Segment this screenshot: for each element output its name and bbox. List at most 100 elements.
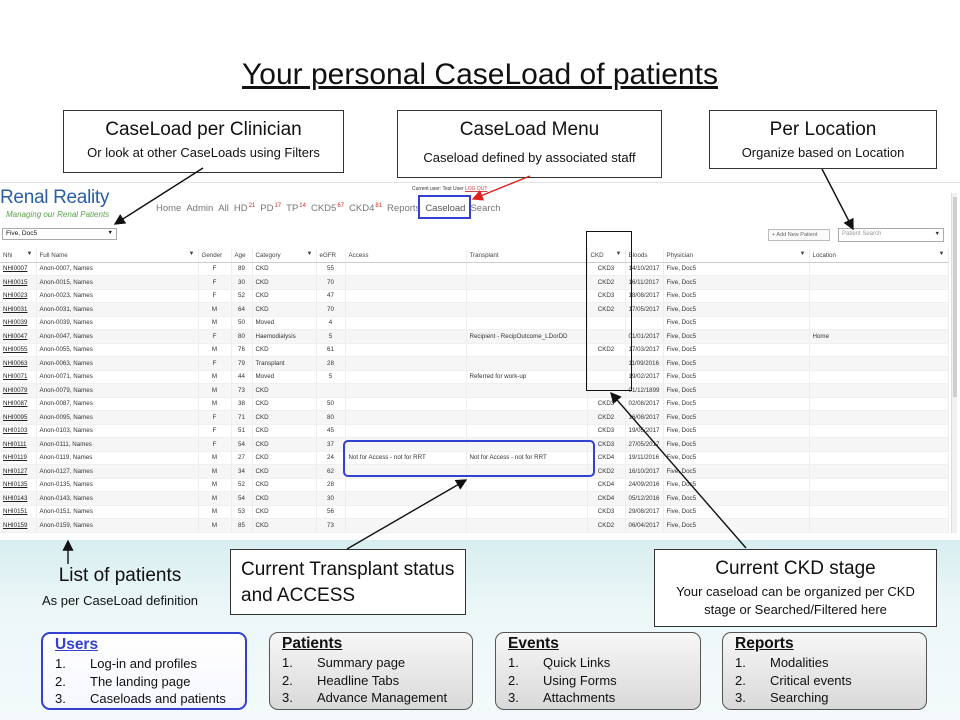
nav-box-heading[interactable]: Reports bbox=[735, 635, 794, 652]
nav-box-item[interactable]: 1.Modalities bbox=[735, 655, 914, 673]
cell-nhi[interactable]: NHI0127 bbox=[0, 464, 37, 479]
nav-box-item[interactable]: 3.Advance Management bbox=[282, 690, 460, 708]
nav-box-item[interactable]: 3.Caseloads and patients bbox=[55, 691, 233, 709]
nav-item-ckd5[interactable]: CKD567 bbox=[311, 203, 344, 214]
scrollbar[interactable] bbox=[951, 193, 957, 533]
cell-nhi[interactable]: NHI0151 bbox=[0, 505, 37, 519]
nav-box-item[interactable]: 2.Headline Tabs bbox=[282, 673, 460, 691]
column-header-category[interactable]: Category▼ bbox=[252, 249, 317, 263]
nav-box-item[interactable]: 2.Critical events bbox=[735, 673, 914, 691]
nav-item-hd[interactable]: HD21 bbox=[234, 203, 255, 214]
cell-nhi[interactable]: NHI0103 bbox=[0, 424, 37, 438]
cell-nhi[interactable]: NHI0111 bbox=[0, 437, 37, 452]
cell-nhi[interactable]: NHI0135 bbox=[0, 478, 37, 492]
nav-box-item[interactable]: 2.The landing page bbox=[55, 674, 233, 692]
nav-box-item[interactable]: 1.Log-in and profiles bbox=[55, 656, 233, 674]
nav-box-item[interactable]: 1.Summary page bbox=[282, 655, 460, 673]
nav-item-ckd4[interactable]: CKD481 bbox=[349, 203, 382, 214]
nav-item-reports[interactable]: Reports bbox=[387, 203, 420, 214]
nav-item-admin[interactable]: Admin bbox=[186, 203, 213, 214]
cell-physician: Five, Doc5 bbox=[663, 397, 810, 411]
clinician-select[interactable]: Five, Doc5 ▼ bbox=[2, 228, 117, 240]
nav-box-heading[interactable]: Events bbox=[508, 635, 559, 652]
scrollbar-thumb[interactable] bbox=[953, 197, 957, 397]
cell-nhi[interactable]: NHI0071 bbox=[0, 370, 37, 384]
column-header-age[interactable]: Age bbox=[231, 249, 253, 263]
cell-bloods: 17/05/2017 bbox=[625, 302, 664, 317]
nav-box-item[interactable]: 1.Quick Links bbox=[508, 655, 688, 673]
cell-nhi[interactable]: NHI0047 bbox=[0, 329, 37, 344]
cell-ckd: CKD4 bbox=[587, 451, 626, 465]
column-header-access[interactable]: Access bbox=[345, 249, 467, 263]
filter-icon[interactable]: ▼ bbox=[938, 251, 945, 257]
cell-nhi[interactable]: NHI0055 bbox=[0, 343, 37, 357]
cell-bloods: 06/04/2017 bbox=[625, 518, 664, 533]
cell-egfr: 61 bbox=[316, 343, 346, 357]
cell-nhi[interactable]: NHI0063 bbox=[0, 356, 37, 371]
nav-box-item[interactable]: 3.Searching bbox=[735, 690, 914, 708]
cell-full-name: Anon-0159, Names bbox=[36, 518, 199, 533]
nav-box-heading[interactable]: Patients bbox=[282, 635, 343, 652]
logout-link[interactable]: LOG OUT bbox=[464, 186, 488, 192]
filter-icon[interactable]: ▼ bbox=[615, 251, 622, 257]
nav-item-caseload[interactable]: Caseload bbox=[425, 203, 465, 214]
nav-item-pd[interactable]: PD17 bbox=[260, 203, 281, 214]
filter-icon[interactable]: ▼ bbox=[26, 251, 33, 257]
callout-transplant: Current Transplant status and ACCESS bbox=[230, 549, 466, 615]
nav-box-item[interactable]: 2.Using Forms bbox=[508, 673, 688, 691]
cell-egfr: 30 bbox=[316, 491, 346, 506]
cell-transplant bbox=[466, 505, 588, 519]
cell-nhi[interactable]: NHI0087 bbox=[0, 397, 37, 411]
nav-item-search[interactable]: Search bbox=[470, 203, 500, 214]
column-header-ckd[interactable]: CKD▼ bbox=[587, 249, 626, 263]
cell-access bbox=[345, 356, 467, 371]
cell-nhi[interactable]: NHI0023 bbox=[0, 289, 37, 303]
cell-nhi[interactable]: NHI0079 bbox=[0, 383, 37, 398]
cell-nhi[interactable]: NHI0119 bbox=[0, 451, 37, 465]
column-header-egfr[interactable]: eGFR bbox=[316, 249, 346, 263]
nav-item-all[interactable]: All bbox=[218, 203, 229, 214]
cell-nhi[interactable]: NHI0159 bbox=[0, 518, 37, 533]
patient-search-select[interactable]: Patient Search ▼ bbox=[838, 228, 944, 242]
filter-icon[interactable]: ▼ bbox=[799, 251, 806, 257]
cell-category: Moved bbox=[252, 316, 317, 330]
nav-box-item[interactable]: 3.Attachments bbox=[508, 690, 688, 708]
cell-nhi[interactable]: NHI0031 bbox=[0, 302, 37, 317]
filter-icon[interactable]: ▼ bbox=[188, 251, 195, 257]
cell-nhi[interactable]: NHI0015 bbox=[0, 275, 37, 290]
filter-icon[interactable]: ▼ bbox=[306, 251, 313, 257]
cell-nhi[interactable]: NHI0143 bbox=[0, 491, 37, 506]
nav-box-heading[interactable]: Users bbox=[55, 636, 99, 653]
column-header-gender[interactable]: Gender bbox=[198, 249, 232, 263]
cell-nhi[interactable]: NHI0095 bbox=[0, 410, 37, 425]
add-patient-button[interactable]: + Add New Patient bbox=[768, 229, 830, 241]
column-header-location[interactable]: Location▼ bbox=[809, 249, 949, 263]
nav-item-home[interactable]: Home bbox=[156, 203, 181, 214]
cell-nhi[interactable]: NHI0039 bbox=[0, 316, 37, 330]
column-header-physician[interactable]: Physician▼ bbox=[663, 249, 810, 263]
cell-nhi[interactable]: NHI0007 bbox=[0, 262, 37, 276]
column-header-full-name[interactable]: Full Name▼ bbox=[36, 249, 199, 263]
column-header-nhi[interactable]: Nhi▼ bbox=[0, 249, 37, 263]
column-header-bloods[interactable]: Bloods bbox=[625, 249, 664, 263]
nav-item-tp[interactable]: TP14 bbox=[286, 203, 306, 214]
cell-category: CKD bbox=[252, 397, 317, 411]
